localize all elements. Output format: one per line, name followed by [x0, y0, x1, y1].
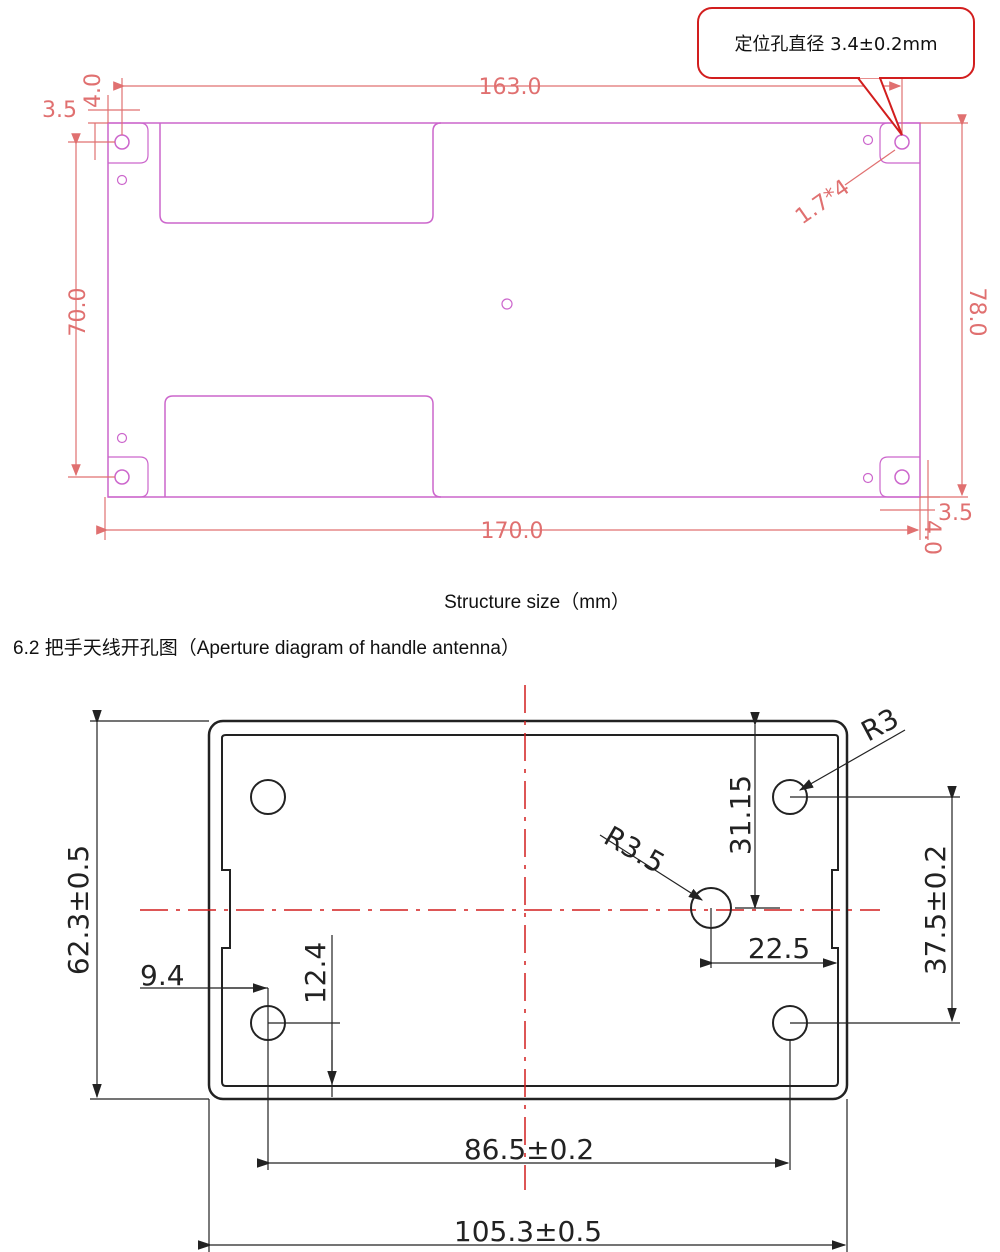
dim-radius-corner: R3	[856, 702, 904, 749]
dim-height: 62.3±0.5	[62, 845, 95, 975]
corner-tab-br	[879, 456, 920, 498]
bottom-cutout	[164, 395, 442, 498]
dim-left-height: 70.0	[66, 288, 91, 337]
dim-hole-spacing: 86.5±0.2	[464, 1133, 594, 1166]
center-hole	[501, 298, 513, 310]
mount-hole-tl	[114, 134, 130, 150]
dim-hole-height: 12.4	[299, 942, 332, 1004]
small-hole	[116, 432, 128, 444]
mount-hole-bl	[114, 469, 130, 485]
dim-bottom-right-y: 4.0	[919, 520, 944, 555]
dim-top-left-y: 4.0	[81, 73, 106, 108]
small-hole	[116, 174, 128, 186]
dim-left-offset: 9.4	[140, 959, 185, 992]
dim-center-right-offset: 22.5	[748, 932, 810, 965]
small-hole	[862, 134, 874, 146]
small-hole	[862, 472, 874, 484]
dim-radius-center: R3.5	[599, 819, 671, 880]
aperture-hole-tl	[250, 779, 286, 815]
dim-right-height: 78.0	[964, 288, 989, 337]
mount-hole-tr	[894, 134, 910, 150]
structure-caption: Structure size（mm）	[444, 591, 630, 613]
corner-tab-bl	[108, 456, 149, 498]
top-cutout	[159, 122, 442, 224]
corner-tab-tl	[108, 122, 149, 164]
board-outline	[107, 122, 921, 498]
section-heading: 6.2 把手天线开孔图（Aperture diagram of handle a…	[13, 637, 520, 659]
dim-total-width: 105.3±0.5	[454, 1215, 602, 1248]
dim-top-left-x: 3.5	[42, 98, 77, 123]
dim-bottom-width: 170.0	[481, 519, 544, 544]
structure-diagram: 163.0 170.0 3.5 4.0 70.0 78.0 3.5 4.0 1.…	[42, 7, 989, 613]
dim-bottom-right-x: 3.5	[938, 501, 973, 526]
dim-top-width: 163.0	[479, 75, 542, 100]
housing-inner-outline	[221, 734, 839, 1087]
mount-hole-br	[894, 469, 910, 485]
dim-right-spacing: 37.5±0.2	[919, 845, 952, 975]
dim-hole-spec: 1.7*4	[791, 175, 854, 230]
dim-top-hole-offset: 31.15	[724, 775, 757, 855]
corner-tab-tr	[879, 122, 920, 164]
callout-text: 定位孔直径 3.4±0.2mm	[734, 34, 937, 55]
aperture-diagram: 62.3±0.5 9.4 12.4 31.15 R3 R3.5 22.5 37.…	[62, 685, 960, 1252]
hole-diameter-callout: 定位孔直径 3.4±0.2mm	[697, 7, 975, 136]
